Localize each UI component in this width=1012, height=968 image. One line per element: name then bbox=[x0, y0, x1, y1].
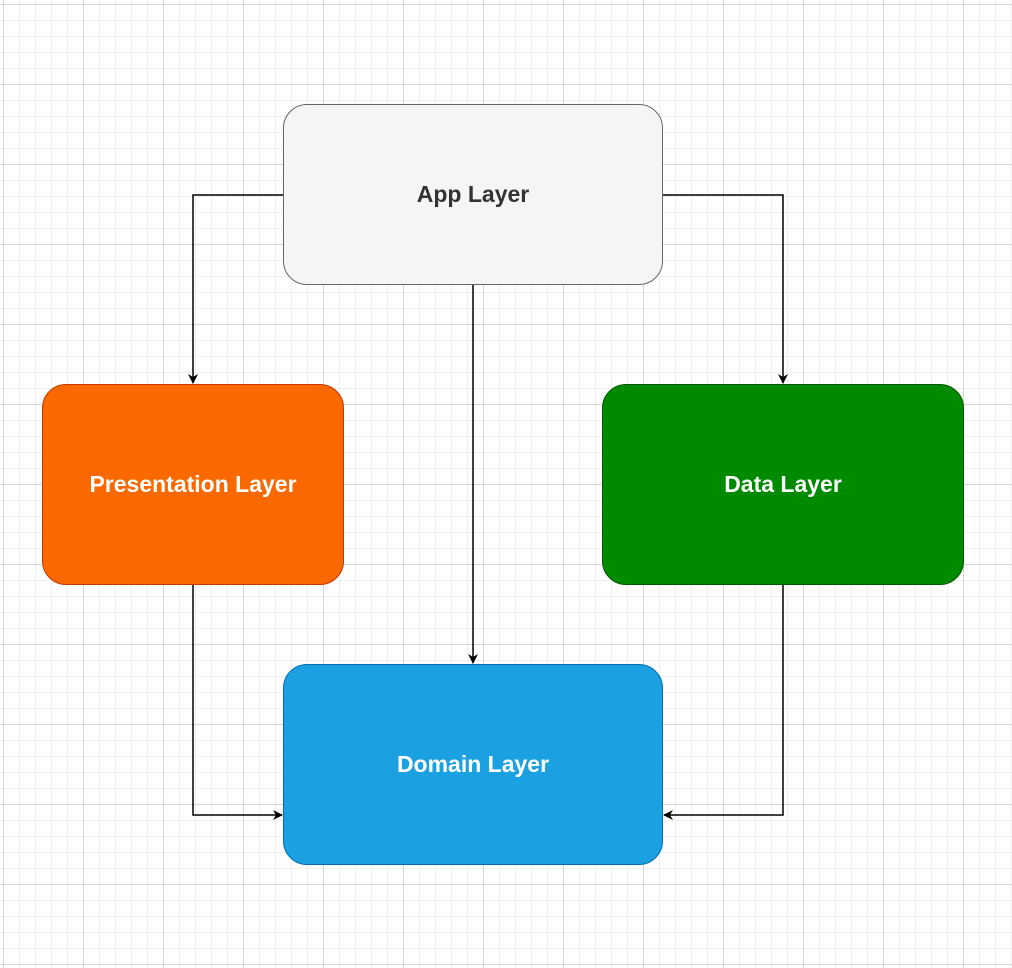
edge-app-to-presentation bbox=[188, 194, 283, 384]
edge-app-to-data bbox=[663, 194, 788, 384]
app-layer-label: App Layer bbox=[416, 181, 530, 207]
presentation-layer-node[interactable]: Presentation Layer bbox=[42, 384, 344, 585]
domain-layer-node[interactable]: Domain Layer bbox=[283, 664, 663, 865]
domain-layer-label: Domain Layer bbox=[396, 751, 550, 777]
edge-presentation-to-domain bbox=[192, 585, 283, 820]
data-layer-label: Data Layer bbox=[724, 471, 842, 497]
edge-data-to-domain bbox=[663, 585, 784, 820]
presentation-layer-label: Presentation Layer bbox=[89, 471, 297, 497]
app-layer-node[interactable]: App Layer bbox=[283, 104, 663, 285]
data-layer-node[interactable]: Data Layer bbox=[602, 384, 964, 585]
